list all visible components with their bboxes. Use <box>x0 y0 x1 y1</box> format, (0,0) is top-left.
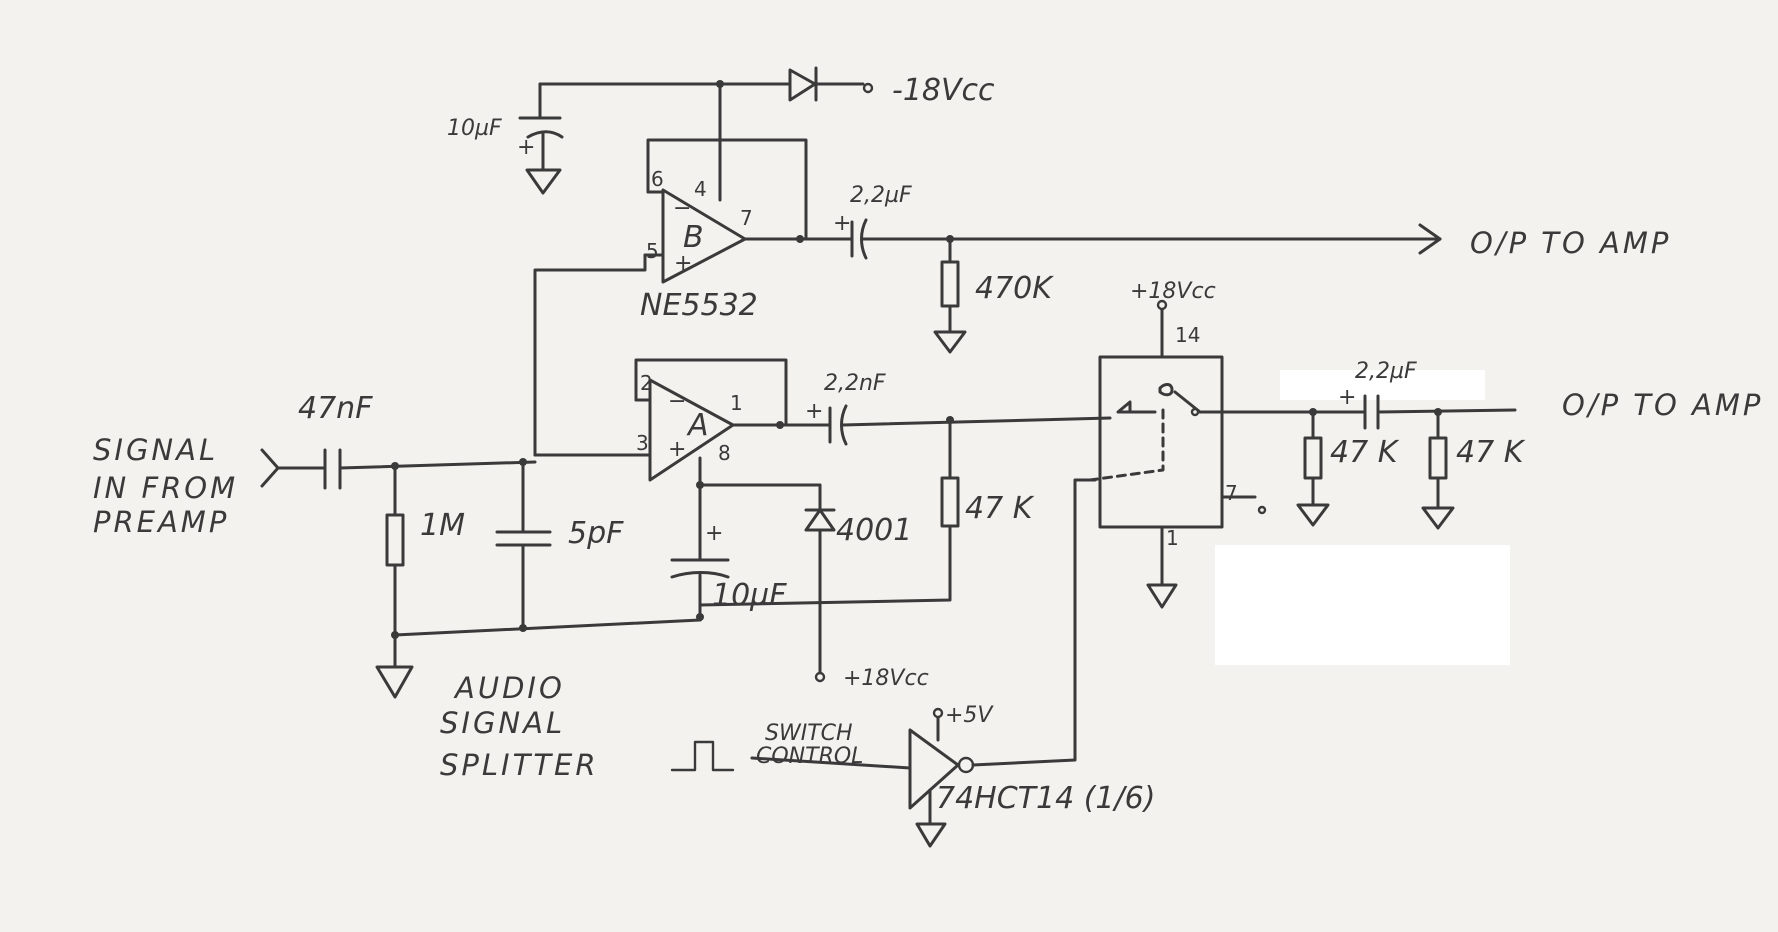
ground-bus <box>393 618 702 637</box>
c-2-2nf-label: 2,2nF <box>824 371 886 396</box>
resistor-47k-a <box>1296 410 1330 527</box>
opamp-b-label: B <box>683 220 704 255</box>
capacitor-2-2uf-right <box>1220 394 1517 430</box>
r-47k-b-label: 47 K <box>1456 435 1526 470</box>
supply-5v-label: +5V <box>945 703 994 728</box>
pin-4: 4 <box>694 177 707 201</box>
capacitor-5pf <box>495 460 552 630</box>
supply-terminal-switch <box>1156 299 1168 311</box>
capacitor-47nf <box>323 448 537 490</box>
c-2-2uf-top-plus: + <box>833 211 851 236</box>
opamp-a-plus: + <box>668 437 686 462</box>
opamp-a-label: A <box>686 408 709 443</box>
input-label-line3: PREAMP <box>93 505 229 539</box>
junction-node <box>519 624 527 632</box>
output-right-label: O/P TO AMP <box>1562 388 1763 422</box>
resistor-47k-b <box>1421 410 1455 530</box>
c-10uf-bottom-plus: + <box>705 521 723 546</box>
opamp-a-minus: − <box>668 389 686 414</box>
supply-terminal-neg <box>862 82 874 94</box>
paper-patch <box>1215 545 1510 665</box>
supply-terminal-bottom <box>814 671 826 683</box>
c-2-2uf-right-plus: + <box>1338 385 1356 410</box>
ic-opamp-label: NE5532 <box>640 288 758 323</box>
diode-4001-label: 4001 <box>836 513 912 548</box>
pin-1: 1 <box>730 391 743 415</box>
pin-2: 2 <box>640 371 653 395</box>
diode-4001 <box>804 483 836 674</box>
opamp-b <box>533 138 808 457</box>
inverter-74hct14 <box>750 478 1097 848</box>
pin-3: 3 <box>636 431 649 455</box>
c-47nf-label: 47nF <box>298 391 373 426</box>
switch-control-pulse-icon <box>670 740 735 772</box>
input-label-line1: SIGNAL <box>93 433 218 467</box>
input-label-line2: IN FROM <box>93 471 238 505</box>
r-470k-label: 470K <box>975 271 1054 306</box>
capacitor-2-2nf <box>778 404 1112 446</box>
opamp-b-plus: + <box>674 251 692 276</box>
negative-supply-rail <box>538 80 792 202</box>
pin-14: 14 <box>1175 323 1200 347</box>
c-10uf-bottom-label: 10µF <box>712 578 787 613</box>
pin-7: 7 <box>740 206 753 230</box>
resistor-470k <box>933 237 967 354</box>
supply-pos-bottom-label: +18Vcc <box>843 666 929 691</box>
pin-5: 5 <box>646 239 659 263</box>
ic-inverter-label: 74HCT14 (1/6) <box>936 781 1155 816</box>
capacitor-2-2uf-top <box>798 218 1442 260</box>
capacitor-10uf-top <box>518 116 564 195</box>
analog-switch-ic <box>1088 303 1257 609</box>
title-line3: SPLITTER <box>440 748 599 782</box>
supply-diode-top <box>788 66 865 102</box>
title-line2: SIGNAL <box>440 706 565 740</box>
ground-symbol-input <box>375 633 414 699</box>
input-terminal <box>260 448 325 488</box>
switch-pin-7-terminal <box>1257 505 1267 515</box>
r-1m-label: 1M <box>420 508 465 543</box>
r-47k-mid-label: 47 K <box>965 491 1035 526</box>
capacitor-10uf-bottom <box>670 483 730 622</box>
pin-8: 8 <box>718 441 731 465</box>
pin-6: 6 <box>651 167 664 191</box>
paper-patch <box>1280 370 1485 400</box>
opamp-a <box>533 358 788 487</box>
switch-pin-7: 7 <box>1225 481 1238 505</box>
opamp-b-minus: − <box>673 196 691 221</box>
title-line1: AUDIO <box>453 671 565 705</box>
c-10uf-top-label: 10µF <box>447 116 502 141</box>
c-10uf-top-plus: + <box>517 135 535 160</box>
resistor-47k-mid <box>698 418 960 607</box>
supply-pos-switch-label: +18Vcc <box>1130 279 1216 304</box>
switch-pin-1: 1 <box>1166 526 1179 550</box>
c-2-2uf-top-label: 2,2µF <box>850 183 912 208</box>
switch-ctrl-line1: SWITCH <box>765 721 853 746</box>
r-47k-a-label: 47 K <box>1330 435 1400 470</box>
supply-terminal-5v <box>932 707 944 719</box>
c-2-2uf-right-label: 2,2µF <box>1355 359 1417 384</box>
output-top-label: O/P TO AMP <box>1470 226 1671 260</box>
c-2-2nf-plus: + <box>805 399 823 424</box>
supply-neg-label: -18Vcc <box>892 73 995 108</box>
c-5pf-label: 5pF <box>568 516 624 551</box>
resistor-1m <box>385 464 405 637</box>
